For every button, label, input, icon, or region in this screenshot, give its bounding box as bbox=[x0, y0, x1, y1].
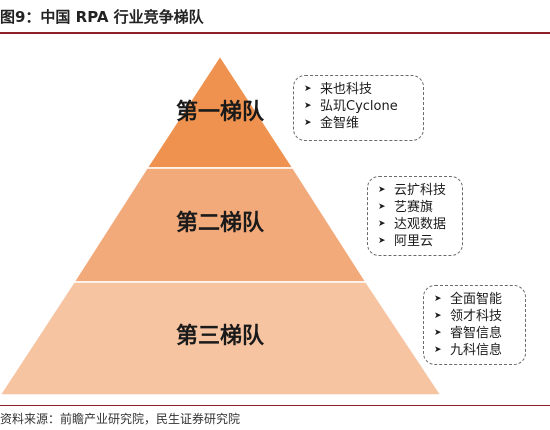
tier-3-shape bbox=[0, 281, 443, 396]
arrow-right-icon: ➤ bbox=[378, 185, 386, 195]
tier-3-label: 第三梯队 bbox=[176, 323, 265, 349]
arrow-right-icon: ➤ bbox=[434, 328, 442, 338]
list-item: ➤ 艺赛旗 bbox=[378, 199, 452, 216]
figure-title: 图9：中国 RPA 行业竞争梯队 bbox=[0, 8, 204, 26]
arrow-right-icon: ➤ bbox=[378, 236, 386, 246]
arrow-right-icon: ➤ bbox=[434, 345, 442, 355]
source-note: 资料来源：前瞻产业研究院，民生证券研究院 bbox=[0, 412, 241, 426]
arrow-right-icon: ➤ bbox=[434, 311, 442, 321]
company-name: 全面智能 bbox=[450, 292, 503, 307]
title-divider bbox=[0, 32, 550, 34]
company-name: 达观数据 bbox=[394, 217, 447, 232]
tier-3-company-list: ➤ 全面智能 ➤ 领才科技 ➤ 睿智信息 ➤ 九科信息 bbox=[423, 285, 526, 365]
tier-2-company-list: ➤ 云扩科技 ➤ 艺赛旗 ➤ 达观数据 ➤ 阿里云 bbox=[367, 176, 463, 256]
arrow-right-icon: ➤ bbox=[434, 294, 442, 304]
list-item: ➤ 九科信息 bbox=[434, 342, 515, 359]
list-item: ➤ 弘玑Cyclone bbox=[304, 98, 413, 115]
company-name: 领才科技 bbox=[450, 309, 503, 324]
company-name: 九科信息 bbox=[450, 343, 503, 358]
tier-1-label: 第一梯队 bbox=[176, 99, 265, 125]
list-item: ➤ 全面智能 bbox=[434, 291, 515, 308]
arrow-right-icon: ➤ bbox=[304, 118, 312, 128]
company-name: 阿里云 bbox=[394, 234, 434, 249]
list-item: ➤ 来也科技 bbox=[304, 81, 413, 98]
list-item: ➤ 达观数据 bbox=[378, 216, 452, 233]
company-name: 艺赛旗 bbox=[394, 200, 434, 215]
list-item: ➤ 睿智信息 bbox=[434, 325, 515, 342]
list-item: ➤ 金智维 bbox=[304, 115, 413, 132]
company-name: 云扩科技 bbox=[394, 183, 447, 198]
tier-2-label: 第二梯队 bbox=[176, 210, 265, 236]
list-item: ➤ 阿里云 bbox=[378, 233, 452, 250]
company-name: 睿智信息 bbox=[450, 326, 503, 341]
source-divider bbox=[0, 405, 550, 406]
list-item: ➤ 云扩科技 bbox=[378, 182, 452, 199]
company-name: 金智维 bbox=[320, 116, 360, 131]
arrow-right-icon: ➤ bbox=[378, 219, 386, 229]
arrow-right-icon: ➤ bbox=[304, 101, 312, 111]
arrow-right-icon: ➤ bbox=[378, 202, 386, 212]
list-item: ➤ 领才科技 bbox=[434, 308, 515, 325]
company-name: 来也科技 bbox=[320, 82, 373, 97]
tier-1-company-list: ➤ 来也科技 ➤ 弘玑Cyclone ➤ 金智维 bbox=[293, 75, 424, 141]
arrow-right-icon: ➤ bbox=[304, 84, 312, 94]
company-name: 弘玑Cyclone bbox=[320, 99, 398, 114]
